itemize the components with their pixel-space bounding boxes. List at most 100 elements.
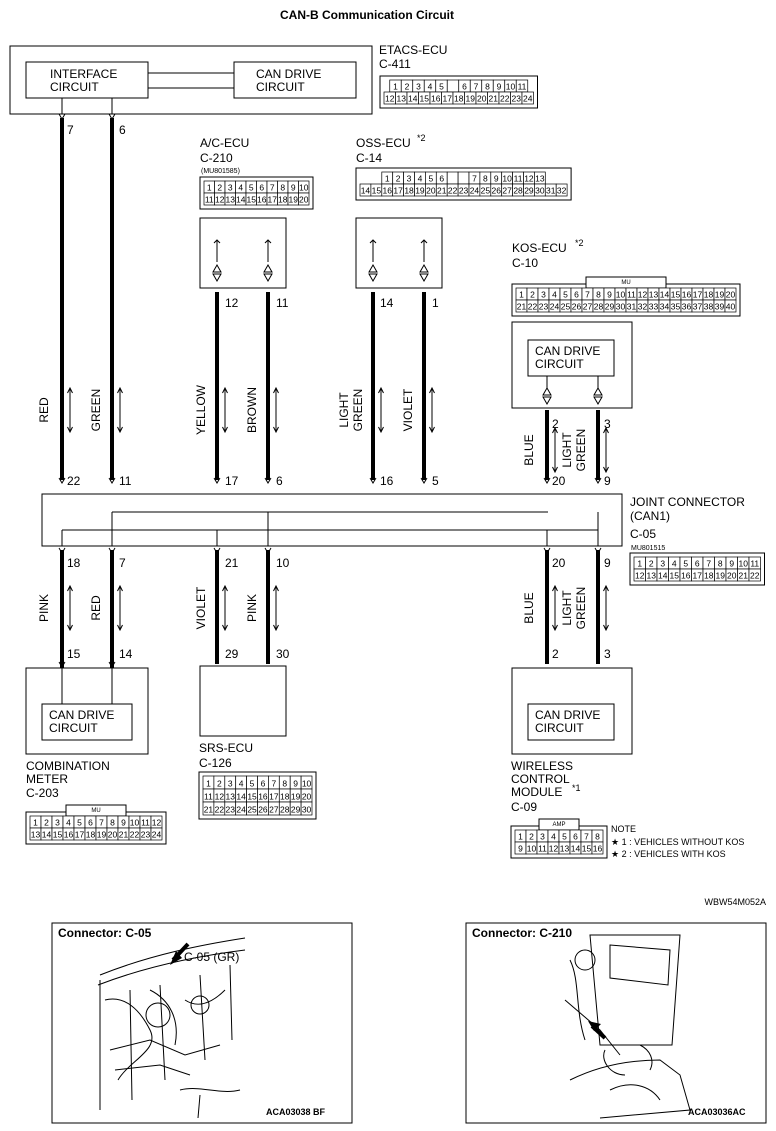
- etacs-interface-label-1: INTERFACE: [50, 67, 117, 81]
- inset-left-callout: C-05 (GR): [184, 950, 239, 964]
- kos-ecu-connector: C-10: [512, 256, 538, 270]
- connector-pin: 6: [439, 174, 444, 184]
- note-line-2: ★ 2 : VEHICLES WITH KOS: [611, 849, 726, 859]
- connector-pin: 18: [86, 830, 96, 840]
- connector-pin: 28: [513, 186, 523, 196]
- connector-pin: 15: [372, 186, 382, 196]
- connector-pin: 14: [408, 94, 418, 104]
- connector-pin: 10: [616, 290, 626, 300]
- connector-tag-label: AMP: [552, 822, 565, 828]
- connector-pin: 14: [658, 571, 668, 581]
- wire-pin-srs-29-bottom: 29: [225, 647, 239, 661]
- connector-pin: 10: [502, 174, 512, 184]
- combination-meter-name-1: COMBINATION: [26, 759, 110, 773]
- connector-pin: 30: [535, 186, 545, 196]
- connector-pin: 35: [671, 302, 681, 312]
- connector-pin: 19: [716, 571, 726, 581]
- wire-pin-meter-15-top: 18: [67, 556, 81, 570]
- wire-pin-meter-15-bottom: 15: [67, 647, 81, 661]
- connector-pin: 22: [130, 830, 140, 840]
- signal-arrow-ac-12: [222, 386, 228, 434]
- connector-pin: 8: [110, 818, 115, 828]
- connector-pin: 5: [428, 174, 433, 184]
- connector-pin: 5: [249, 183, 254, 193]
- wire-pin-ac-12-top: 12: [225, 296, 239, 310]
- wire-color-etacs-6: GREEN: [89, 389, 103, 432]
- connector-pin: 12: [152, 818, 162, 828]
- wire-pin-ac-11-bottom: 6: [276, 474, 283, 488]
- meter-can-drive-label-2: CIRCUIT: [49, 721, 98, 735]
- wire-pin-kos-2-top: 2: [552, 417, 559, 431]
- wire-pin-etacs-7-top: 7: [67, 123, 74, 137]
- connector-pin: 1: [637, 559, 642, 569]
- wireless-control-module: CAN DRIVE CIRCUIT WIRELESS CONTROL MODUL…: [510, 667, 633, 859]
- connector-pin: 8: [280, 183, 285, 193]
- signal-arrow-meter-14: [117, 584, 123, 632]
- connector-pin: 21: [517, 302, 527, 312]
- connector-pin: 17: [693, 290, 703, 300]
- connector-pin: 29: [524, 186, 534, 196]
- connector-pin: 2: [217, 183, 222, 193]
- ac-ecu-box: [199, 217, 287, 289]
- signal-arrow-srs-30: [273, 584, 279, 632]
- connector-pin: 14: [571, 844, 581, 854]
- connector-pin: 18: [704, 290, 714, 300]
- connector-pin: 14: [236, 195, 246, 205]
- connector-pin: 13: [535, 174, 545, 184]
- connector-pin: 4: [551, 832, 556, 842]
- wire-pin-meter-14-bottom: 14: [119, 647, 133, 661]
- inset-connector-c210: Connector: C-210 ACA03036AC: [465, 922, 767, 1124]
- connector-pin: 13: [226, 792, 236, 802]
- connector-pin: 16: [431, 94, 441, 104]
- connector-pin: 20: [108, 830, 118, 840]
- connector-pin: 11: [538, 844, 547, 854]
- connector-pin: 7: [584, 832, 589, 842]
- connector-pin: 20: [477, 94, 487, 104]
- meter-can-drive-label-1: CAN DRIVE: [49, 708, 114, 722]
- signal-arrow-etacs-6: [117, 386, 123, 434]
- connector-pin: 16: [64, 830, 74, 840]
- srs-ecu-connector: C-126: [199, 756, 232, 770]
- wire-pin-srs-29-top: 21: [225, 556, 239, 570]
- note-heading: NOTE: [611, 824, 636, 834]
- connector-pin: 10: [130, 818, 140, 828]
- connector-pin: 9: [518, 844, 523, 854]
- connector-pin: 9: [121, 818, 126, 828]
- connector-pin: 3: [660, 559, 665, 569]
- connector-pin: 18: [280, 792, 290, 802]
- wire-color-srs-29: VIOLET: [194, 586, 208, 629]
- ac-ecu-connector: C-210: [200, 151, 233, 165]
- connector-pin: 17: [268, 195, 278, 205]
- connector-pin: 23: [539, 302, 549, 312]
- connector-pin: 11: [514, 174, 523, 184]
- connector-pin: 9: [607, 290, 612, 300]
- connector-pin: 18: [404, 186, 414, 196]
- connector-pin: 6: [695, 559, 700, 569]
- connector-pin: 8: [483, 174, 488, 184]
- signal-arrow-oss-1: [429, 386, 435, 434]
- terminal-ac-12: [212, 263, 222, 283]
- wire-pin-etacs-7-bottom: 22: [67, 474, 81, 488]
- connector-pin: 20: [727, 571, 737, 581]
- wire-pin-wcm-3-bottom: 3: [604, 647, 611, 661]
- connector-pin: 17: [269, 792, 279, 802]
- kos-ecu-mark: *2: [575, 238, 584, 248]
- connector-pin: 9: [291, 183, 296, 193]
- wire-pin-kos-2-bottom: 20: [552, 474, 566, 488]
- connector-pin: 12: [635, 571, 645, 581]
- connector-pin: 12: [385, 94, 395, 104]
- connector-pin: 3: [228, 183, 233, 193]
- connector-pin: 28: [280, 805, 290, 815]
- connector-pin: 34: [660, 302, 670, 312]
- wire-color-oss-1: VIOLET: [401, 388, 415, 431]
- connector-pin: 22: [750, 571, 760, 581]
- connector-pin: 5: [562, 832, 567, 842]
- connector-tag-label: MU: [621, 280, 630, 286]
- connector-pin: 18: [278, 195, 288, 205]
